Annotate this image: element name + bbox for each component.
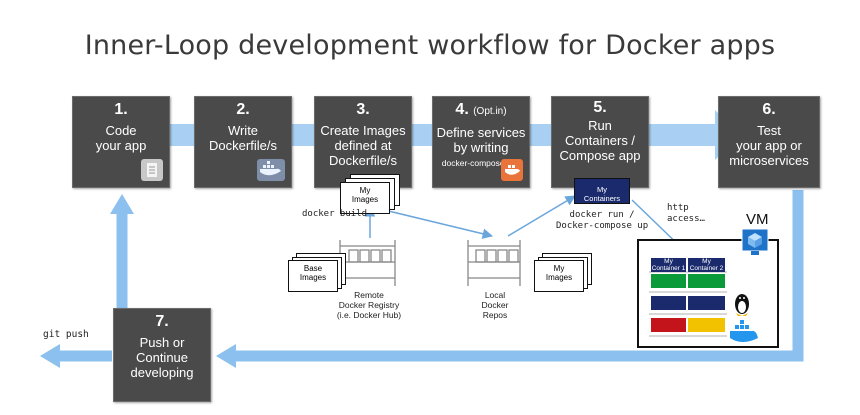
step-4-num-value: 4. <box>455 101 469 118</box>
docker-build-label: docker build <box>302 209 368 219</box>
step-5-text: Run Containers / Compose app <box>559 118 641 163</box>
step-6-number: 6. <box>762 101 776 118</box>
step-6-text: Test your app or microservices <box>729 123 809 168</box>
step-5-run-containers: 5. Run Containers / Compose app <box>551 96 649 188</box>
step-4-compose-file: docker-compose.yml <box>441 158 521 168</box>
step-2-text: Write Dockerfile/s <box>209 123 277 153</box>
local-images-card: My Images <box>534 260 584 292</box>
my-images-card: My Images <box>340 182 390 214</box>
page-title: Inner-Loop development workflow for Dock… <box>84 30 776 61</box>
vm-container-2: My Container 2 <box>688 258 725 272</box>
docker-compose-icon <box>501 159 523 181</box>
remote-registry-label: Remote Docker Registry (i.e. Docker Hub) <box>336 290 402 320</box>
step-3-number: 3. <box>356 101 370 118</box>
step-5-number: 5. <box>593 99 607 116</box>
step-4-define-services: 4. (Opt.in) Define services by writing d… <box>432 96 530 188</box>
step-1-code: 1. Code your app <box>72 96 170 188</box>
build-to-local-repo-arrow <box>371 206 494 239</box>
base-images-card: Base Images <box>288 260 338 292</box>
container-stacks <box>649 271 727 337</box>
my-containers-card: My Containers <box>574 178 630 204</box>
vm-container-1: My Container 1 <box>651 258 686 272</box>
step-1-text: Code your app <box>95 123 147 153</box>
docker-whale-icon-vm <box>730 320 758 342</box>
remote-registry-icon <box>339 240 396 286</box>
step-7-number: 7. <box>155 313 169 330</box>
docker-run-label: docker run / Docker-compose up <box>556 210 649 231</box>
step-4-opt-in: (Opt.in) <box>473 106 507 117</box>
step-2-number: 2. <box>236 101 250 118</box>
local-repo-label: Local Docker Repos <box>481 290 509 320</box>
git-push-arrowhead <box>40 344 60 368</box>
step-1-number: 1. <box>114 101 128 118</box>
document-icon <box>141 159 163 181</box>
vm-label: VM <box>746 211 769 228</box>
return-loop-arrow <box>235 190 804 362</box>
step-2-write-dockerfile: 2. Write Dockerfile/s <box>194 96 292 188</box>
linux-penguin-icon <box>735 294 749 316</box>
step-7-text: Push or Continue developing <box>130 335 194 380</box>
http-access-label: http access… <box>667 203 705 224</box>
return-loop-arrowhead <box>216 344 236 368</box>
step-4-number: 4. (Opt.in) <box>433 101 529 121</box>
step-3-text: Create Images defined at Dockerfile/s <box>320 123 406 168</box>
loop-up-arrowhead <box>110 194 134 214</box>
step-7-push: 7. Push or Continue developing <box>113 308 211 402</box>
git-push-label: git push <box>43 329 89 340</box>
step-3-create-images: 3. Create Images defined at Dockerfile/s <box>314 96 412 188</box>
step-4-text: Define services by writing <box>436 125 526 155</box>
docker-whale-icon <box>257 159 285 181</box>
local-repo-to-containers-arrow <box>507 195 576 237</box>
local-repo-icon <box>467 240 521 286</box>
step-6-test: 6. Test your app or microservices <box>718 96 820 188</box>
vm-cube-icon <box>741 228 769 255</box>
